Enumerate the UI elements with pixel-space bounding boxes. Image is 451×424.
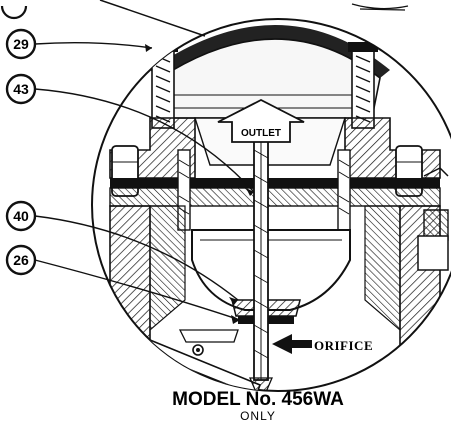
cutaway-drawing [109,25,449,391]
callout-29: 29 [5,28,153,60]
callout-26: 26 [5,244,241,324]
callout-43-label: 43 [13,81,29,97]
partial-sketch-mark [351,3,409,11]
callout-26-label: 26 [13,252,29,268]
outlet-label: OUTLET [241,128,281,139]
partial-callout-circle [0,5,28,20]
callout-29-label: 29 [13,36,29,52]
callout-40: 40 [5,200,239,305]
partial-leader-line [99,0,206,37]
detail-circle [91,18,451,392]
outlet-arrow: OUTLET [217,98,305,143]
model-note: ONLY [240,409,276,423]
flange-gasket [110,178,440,188]
dome-cover [150,25,390,78]
cover-bolt-left [151,47,175,129]
orifice-label: ORIFICE [314,338,373,353]
model-caption: MODEL No. 456WA [172,389,344,410]
callout-43: 43 [5,73,255,196]
callout-40-label: 40 [13,208,29,224]
cover-bolt-right [351,47,375,129]
float-bowl [191,229,351,311]
orifice-pointer: ORIFICE [272,334,373,354]
